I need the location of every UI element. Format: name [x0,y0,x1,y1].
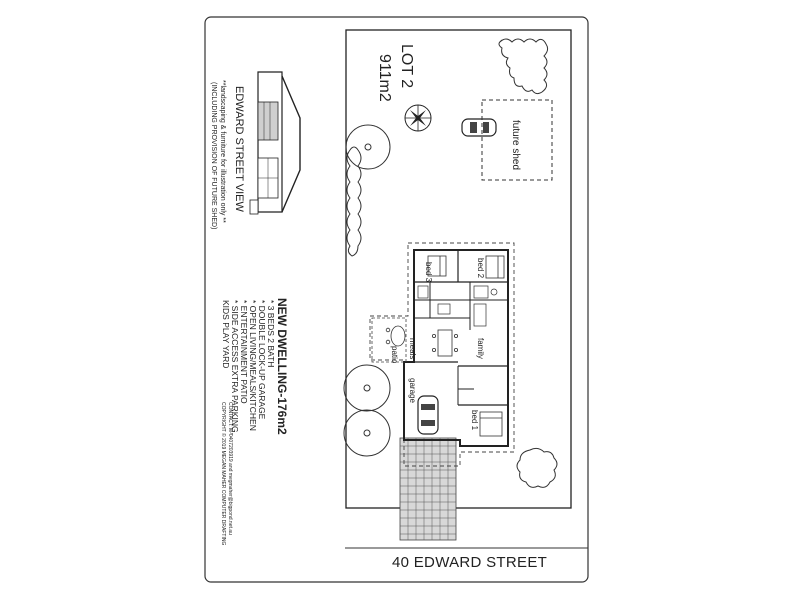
shed-label: future shed [510,120,521,170]
patio-table-icon [385,325,406,347]
elevation-note-1: **landscaping & furniture for illustrati… [219,80,226,223]
feature-line: * ENTERTAINMENT PATIO [239,300,249,404]
elevation-note-2: (INCLUDING PROVISION OF FUTURE SHED) [210,82,217,229]
driveway [399,437,457,541]
copyright-line-1: COPYRIGHT © 2019 MEGAN MAHER COMPUTER DR… [220,402,227,545]
elevation-title: EDWARD STREET VIEW [233,86,245,213]
room-label-garage: garage [408,378,417,403]
house-floorplan [403,249,509,447]
tree-front-2 [343,409,391,457]
future-shed [481,99,553,181]
edward-street-elevation [249,71,301,215]
bathroom-fixtures [417,285,498,327]
room-label-bed2: bed 2 [476,258,485,279]
patio-area [371,317,407,363]
dining-table-icon [431,329,458,357]
lot-boundary [345,29,572,509]
room-label-meals: meals [408,338,417,359]
building-envelope [369,242,515,467]
dwelling-title: NEW DWELLING-176m2 [275,298,289,435]
bed-icon-2 [485,255,505,279]
tree-top [345,124,391,170]
bed-icon-3 [427,255,447,277]
lot-number: LOT 2 [398,44,415,88]
room-label-family: family [476,338,485,359]
car-icon-parking [461,118,497,137]
compass-icon [404,104,432,132]
feature-line: KIDS PLAY YARD [221,300,231,368]
lot-label: LOT 2 911m2 [376,44,415,102]
feature-line: * OPEN LIVING/MEALS/KITCHEN [248,300,258,431]
hedge-bottom-right [516,447,558,488]
bed-icon-1 [479,411,503,437]
feature-line: * 3 BEDS 2 BATH [266,300,276,367]
hedge-side [346,146,362,257]
lot-area: 911m2 [376,54,393,102]
room-label-bed3: bed 3 [424,262,433,283]
feature-line: * DOUBLE LOCK-UP GARAGE [257,300,267,420]
feature-line: * SIDE ACCESS EXTRA PARKING, [230,300,240,435]
street-name: 40 EDWARD STREET [392,554,547,571]
car-icon-garage [417,395,439,435]
sheet-border [204,16,589,583]
tree-front-1 [343,364,391,412]
room-label-bed1: bed 1 [470,410,479,431]
room-label-patio: patio [390,346,399,364]
dwelling-features: * 3 BEDS 2 BATH * DOUBLE LOCK-UP GARAGE … [221,300,276,435]
copyright-line-2: CONTACT: M-0407203919 and megmaher@bigpo… [227,402,233,535]
hedge-top [498,38,549,95]
